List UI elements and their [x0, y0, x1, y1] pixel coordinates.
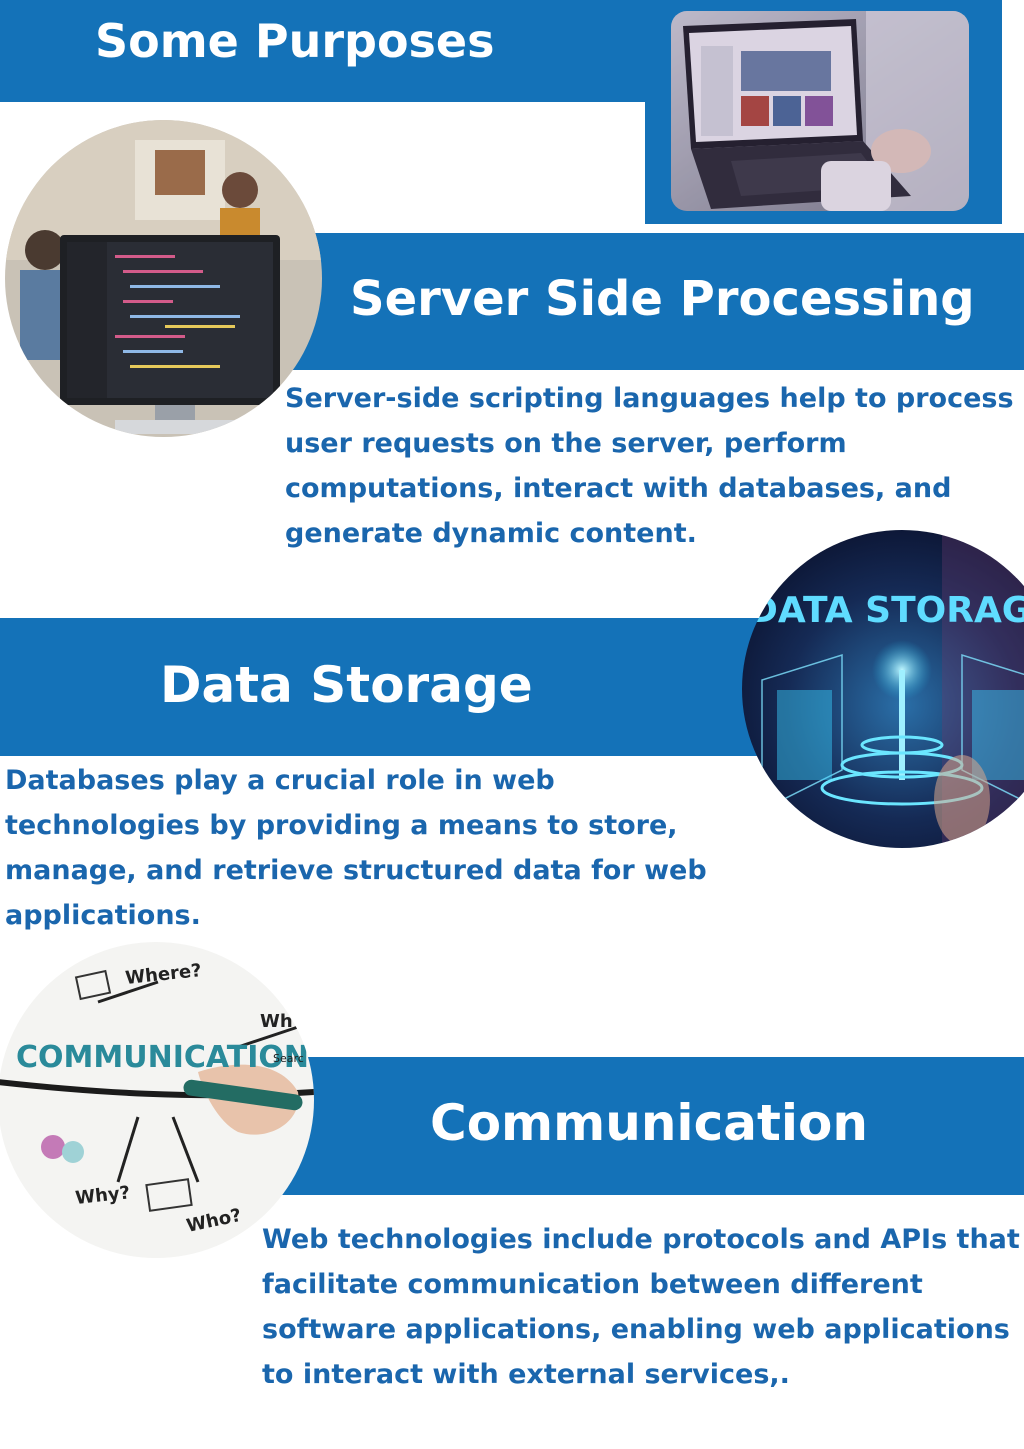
code-monitor-photo: [5, 120, 322, 437]
data-storage-band: [0, 618, 760, 756]
communication-whiteboard-photo: COMMUNICATION Where? Why? Who? Wh Searc: [0, 942, 314, 1258]
data-storage-photo: DATA STORAGE: [742, 530, 1024, 848]
server-side-text: Server-side scripting languages help to …: [285, 383, 1014, 549]
header-band: [0, 0, 645, 102]
laptop-photo: [671, 11, 969, 211]
server-side-heading: Server Side Processing: [350, 271, 975, 327]
communication-image-search: Searc: [273, 1052, 304, 1065]
data-storage-text: Databases play a crucial role in web tec…: [5, 765, 707, 931]
communication-heading: Communication: [430, 1094, 868, 1152]
data-storage-heading: Data Storage: [160, 656, 533, 714]
communication-image-wh: Wh: [260, 1011, 293, 1032]
data-storage-image-text: DATA STORAGE: [748, 590, 1024, 631]
page-title: Some Purposes: [95, 14, 495, 68]
communication-image-title: COMMUNICATION: [16, 1040, 309, 1075]
server-side-band: [253, 233, 1024, 370]
communication-text: Web technologies include protocols and A…: [262, 1224, 1020, 1390]
communication-band: [270, 1057, 1024, 1195]
